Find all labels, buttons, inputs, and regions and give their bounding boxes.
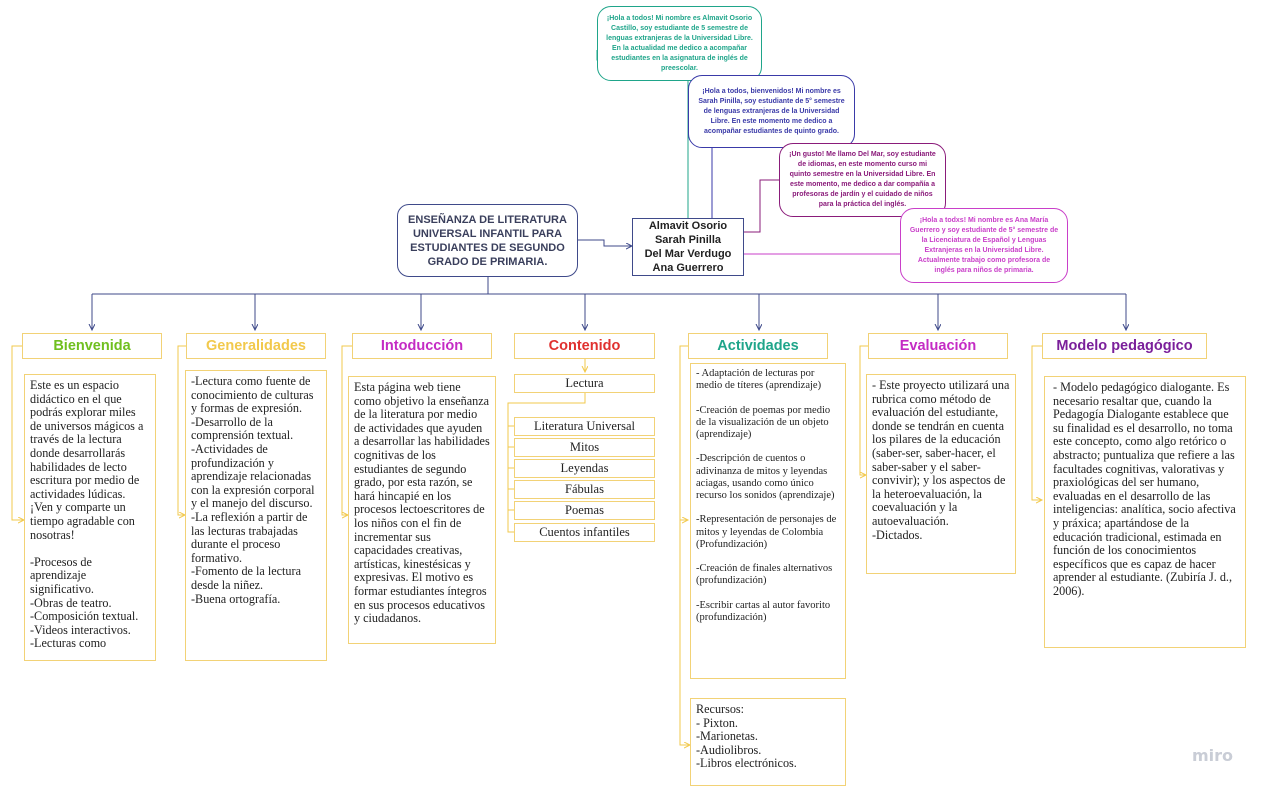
main-title-box: ENSEÑANZA DE LITERATURA UNIVERSAL INFANT… <box>397 204 578 277</box>
heading-bienvenida: Bienvenida <box>22 333 162 359</box>
bubble-sarah: ¡Hola a todos, bienvenidos! Mi nombre es… <box>688 75 855 148</box>
text-modelo-pedagogico: - Modelo pedagógico dialogante. Es neces… <box>1044 376 1246 648</box>
bubble-ana: ¡Hola a todxs! Mi nombre es Ana María Gu… <box>900 208 1068 283</box>
heading-actividades: Actividades <box>688 333 828 359</box>
content-item-literatura-universal: Literatura Universal <box>514 417 655 436</box>
text-evaluacion: - Este proyecto utilizará una rubrica co… <box>866 374 1016 574</box>
content-item-fabulas: Fábulas <box>514 480 655 499</box>
content-item-cuentos-infantiles: Cuentos infantiles <box>514 523 655 542</box>
heading-modelo-pedagogico: Modelo pedagógico <box>1042 333 1207 359</box>
text-recursos: Recursos: - Pixton. -Marionetas. -Audiol… <box>690 698 846 786</box>
line-bubble-3 <box>744 179 779 233</box>
text-actividades: - Adaptación de lecturas por medio de tí… <box>690 363 846 679</box>
content-item-leyendas: Leyendas <box>514 459 655 478</box>
heading-evaluacion: Evaluación <box>868 333 1008 359</box>
heading-generalidades: Generalidades <box>186 333 326 359</box>
text-generalidades: -Lectura como fuente de conocimiento de … <box>185 370 327 661</box>
bubble-almavit: ¡Hola a todos! Mi nombre es Almavit Osor… <box>597 6 762 81</box>
content-item-poemas: Poemas <box>514 501 655 520</box>
text-introduccion: Esta página web tiene como objetivo la e… <box>348 376 496 644</box>
content-item-mitos: Mitos <box>514 438 655 457</box>
authors-box: Almavit Osorio Sarah Pinilla Del Mar Ver… <box>632 218 744 276</box>
line-title-authors <box>578 239 632 246</box>
heading-introduccion: Intoducción <box>352 333 492 359</box>
heading-contenido: Contenido <box>514 333 655 359</box>
content-item-lectura: Lectura <box>514 374 655 393</box>
text-bienvenida: Este es un espacio didáctico en el que p… <box>24 374 156 661</box>
miro-watermark: miro <box>1192 746 1234 765</box>
bubble-delmar: ¡Un gusto! Me llamo Del Mar, soy estudia… <box>779 143 946 217</box>
